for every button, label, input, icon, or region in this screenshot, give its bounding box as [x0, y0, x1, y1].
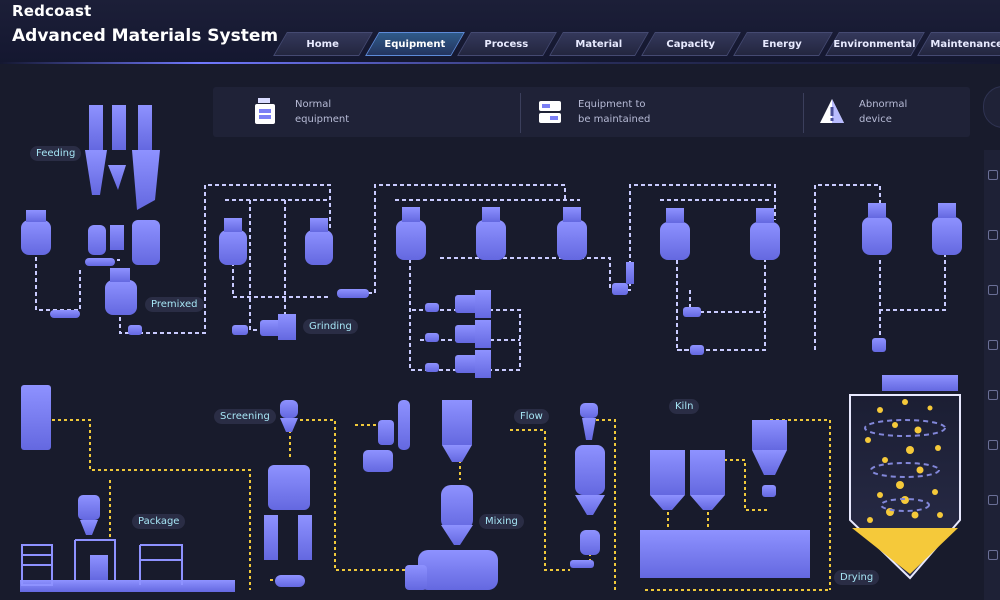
flow-station[interactable]: [570, 403, 605, 568]
station-label-grinding[interactable]: Grinding: [303, 319, 358, 334]
drying-airflow: [864, 419, 946, 512]
station-label-package[interactable]: Package: [132, 514, 186, 529]
feeding-station[interactable]: [21, 105, 160, 335]
station-label-drying[interactable]: Drying: [834, 570, 880, 585]
tool-icon[interactable]: [988, 340, 998, 350]
legend-maintain-line2: be maintained: [578, 114, 651, 125]
station-label-flow[interactable]: Flow: [514, 409, 549, 424]
legend-abnormal-line1: Abnormal: [859, 99, 908, 110]
station-label-screening[interactable]: Screening: [214, 409, 276, 424]
maintenance-equipment-icon: [539, 101, 561, 123]
station-label-premixed[interactable]: Premixed: [145, 297, 204, 312]
kiln-station[interactable]: [640, 420, 810, 578]
system-title: Advanced Materials System: [12, 26, 279, 46]
station-label-kiln[interactable]: Kiln: [669, 399, 700, 414]
legend-normal-line2: equipment: [295, 114, 350, 125]
legend-normal-line1: Normal: [295, 99, 332, 110]
package-frames: [21, 539, 183, 586]
tool-icon[interactable]: [988, 170, 998, 180]
screening-station[interactable]: [264, 400, 410, 587]
mixing-station[interactable]: [405, 400, 498, 590]
tool-icon[interactable]: [988, 390, 998, 400]
legend-abnormal-line2: device: [859, 114, 892, 125]
station-label-mixing[interactable]: Mixing: [479, 514, 524, 529]
top-bar: Redcoast Advanced Materials System Home …: [0, 0, 1000, 64]
right-reactor-group[interactable]: [660, 203, 962, 355]
station-label-feeding[interactable]: Feeding: [30, 146, 82, 161]
tool-icon[interactable]: [988, 440, 998, 450]
grinding-station[interactable]: [219, 218, 369, 340]
brand-logo: Redcoast: [12, 2, 92, 20]
legend-divider: [520, 93, 521, 133]
tool-icon[interactable]: [988, 495, 998, 505]
tool-icon[interactable]: [988, 230, 998, 240]
reactor-group[interactable]: [396, 207, 634, 378]
legend-maintain-line1: Equipment to: [578, 99, 646, 110]
tool-icon[interactable]: [988, 550, 998, 560]
normal-equipment-icon: [255, 98, 275, 124]
right-tool-strip: [984, 150, 1000, 600]
legend-divider: [803, 93, 804, 133]
abnormal-device-icon: [820, 99, 844, 123]
lower-pipe-network: [52, 419, 831, 591]
status-legend: Normal equipment Equipment to be maintaine…: [213, 87, 970, 137]
drying-particles: [865, 399, 943, 523]
drying-silo[interactable]: [849, 375, 961, 580]
tool-icon[interactable]: [988, 285, 998, 295]
